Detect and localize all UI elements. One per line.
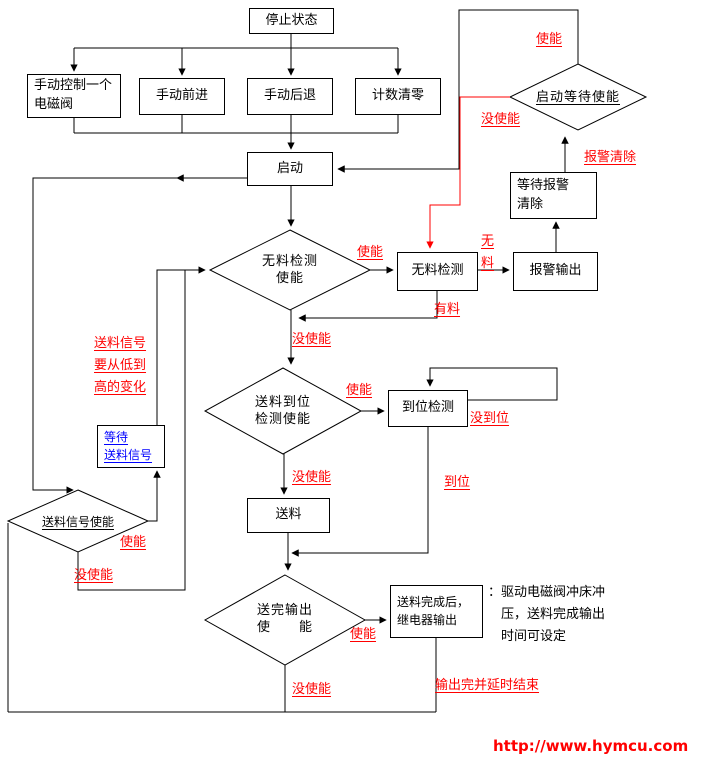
label-enable-start: 使能 xyxy=(536,32,563,47)
connector-wait-signal-return xyxy=(156,266,206,425)
node-feed-done-line2: 继电器输出 xyxy=(397,612,458,627)
label-no-material-char1: 无 xyxy=(481,234,495,249)
node-wait-alarm-line1: 等待报警 xyxy=(517,177,570,193)
connector-has-material-merge xyxy=(298,291,438,322)
diamond-no-material-enable-line1: 无料检测 xyxy=(261,254,318,269)
label-alarm-clear: 报警清除 xyxy=(584,150,637,165)
node-start: 启动 xyxy=(247,152,333,186)
label-enable-output: 使能 xyxy=(350,627,377,642)
label-enable-inplace: 使能 xyxy=(346,383,373,398)
label-inplace: 到位 xyxy=(444,475,471,490)
node-feed-done-relay: 送料完成后， 继电器输出 xyxy=(390,585,483,638)
node-alarm-output: 报警输出 xyxy=(513,252,598,291)
label-output-done-delay: 输出完并延时结束 xyxy=(435,678,540,693)
node-manual-valve-line1: 手动控制一个 xyxy=(34,78,113,94)
label-signal-note: 送料信号 要从低到 高的变化 xyxy=(94,333,146,399)
website-link[interactable]: http://www.hymcu.com xyxy=(493,737,689,755)
node-wait-feed-line1: 等待 xyxy=(104,430,129,445)
diamond-output-enable-line2: 使 能 xyxy=(256,620,313,635)
node-inplace-detect-label: 到位检测 xyxy=(401,400,454,416)
diamond-no-material-enable xyxy=(208,229,372,311)
node-wait-alarm-line2: 清除 xyxy=(517,196,544,212)
label-enable-signal: 使能 xyxy=(120,535,147,550)
annotation-punch-note-line1: ：驱动电磁阀冲床冲 xyxy=(488,585,606,600)
node-counter-clear-label: 计数清零 xyxy=(371,88,424,104)
connector-inplace-merge xyxy=(291,427,429,557)
node-no-material-detect-label: 无料检测 xyxy=(411,263,464,279)
connector-enable-to-wait-signal xyxy=(148,470,161,522)
node-feed: 送料 xyxy=(247,498,330,533)
connector-enable-to-start xyxy=(337,9,579,173)
label-has-material: 有料 xyxy=(434,302,461,317)
diamond-start-wait-enable xyxy=(508,63,648,131)
node-manual-valve-line2: 电磁阀 xyxy=(34,97,74,112)
diamond-output-enable-line1: 送完输出 xyxy=(256,603,313,618)
node-manual-forward-label: 手动前进 xyxy=(155,88,208,104)
label-enable-nomat: 使能 xyxy=(357,245,384,260)
node-inplace-detect: 到位检测 xyxy=(388,390,468,427)
node-manual-valve: 手动控制一个 电磁阀 xyxy=(27,74,121,118)
label-not-enable-signal: 没使能 xyxy=(74,568,114,583)
annotation-punch-note: ：驱动电磁阀冲床冲 压，送料完成输出 时间可设定 xyxy=(488,582,658,648)
connector-red-notenable-to-detect xyxy=(426,96,510,249)
node-counter-clear: 计数清零 xyxy=(355,78,441,115)
node-stop-state: 停止状态 xyxy=(249,8,334,34)
diamond-feed-signal-enable-label: 送料信号使能 xyxy=(41,515,114,529)
node-wait-alarm-clear: 等待报警 清除 xyxy=(510,172,597,219)
node-feed-label: 送料 xyxy=(275,507,302,523)
diamond-inplace-enable-line2: 检测使能 xyxy=(254,412,311,427)
diamond-output-enable-label: 送完输出 使 能 xyxy=(207,602,363,636)
diamond-no-material-enable-line2: 使能 xyxy=(275,271,304,286)
label-no-material-char2: 料 xyxy=(481,256,495,271)
node-manual-backward: 手动后退 xyxy=(247,78,333,115)
annotation-punch-note-line2: 压，送料完成输出 xyxy=(501,607,606,622)
connector-not-inplace-loop xyxy=(426,367,558,401)
node-manual-forward: 手动前进 xyxy=(139,78,225,115)
label-signal-note-line2: 要从低到 xyxy=(94,358,147,373)
label-not-inplace: 没到位 xyxy=(470,411,510,426)
diamond-inplace-enable-label: 送料到位 检测使能 xyxy=(207,394,359,428)
diamond-no-material-enable-label: 无料检测 使能 xyxy=(212,253,368,287)
diamond-inplace-enable xyxy=(203,367,363,455)
node-no-material-detect: 无料检测 xyxy=(397,252,478,291)
label-signal-note-line3: 高的变化 xyxy=(94,380,147,395)
node-start-label: 启动 xyxy=(276,160,303,176)
label-not-enable-output: 没使能 xyxy=(292,682,332,697)
node-alarm-output-label: 报警输出 xyxy=(529,263,582,279)
label-signal-note-line1: 送料信号 xyxy=(94,336,147,351)
node-wait-feed-signal: 等待 送料信号 xyxy=(97,425,165,468)
annotation-punch-note-line3: 时间可设定 xyxy=(501,629,567,644)
diamond-inplace-enable-line1: 送料到位 xyxy=(254,395,311,410)
node-manual-backward-label: 手动后退 xyxy=(263,88,316,104)
diamond-start-wait-enable-label: 启动等待使能 xyxy=(535,90,620,105)
label-not-enable-inplace: 没使能 xyxy=(292,470,332,485)
connector-notenable-signal-return xyxy=(77,270,186,591)
node-feed-done-line1: 送料完成后， xyxy=(397,595,470,610)
node-wait-feed-line2: 送料信号 xyxy=(104,447,153,462)
label-not-enable-start: 没使能 xyxy=(481,112,521,127)
node-stop-state-label: 停止状态 xyxy=(265,12,318,28)
connector-start-to-signal-enable xyxy=(32,177,247,494)
label-not-enable-nomat: 没使能 xyxy=(292,332,332,347)
